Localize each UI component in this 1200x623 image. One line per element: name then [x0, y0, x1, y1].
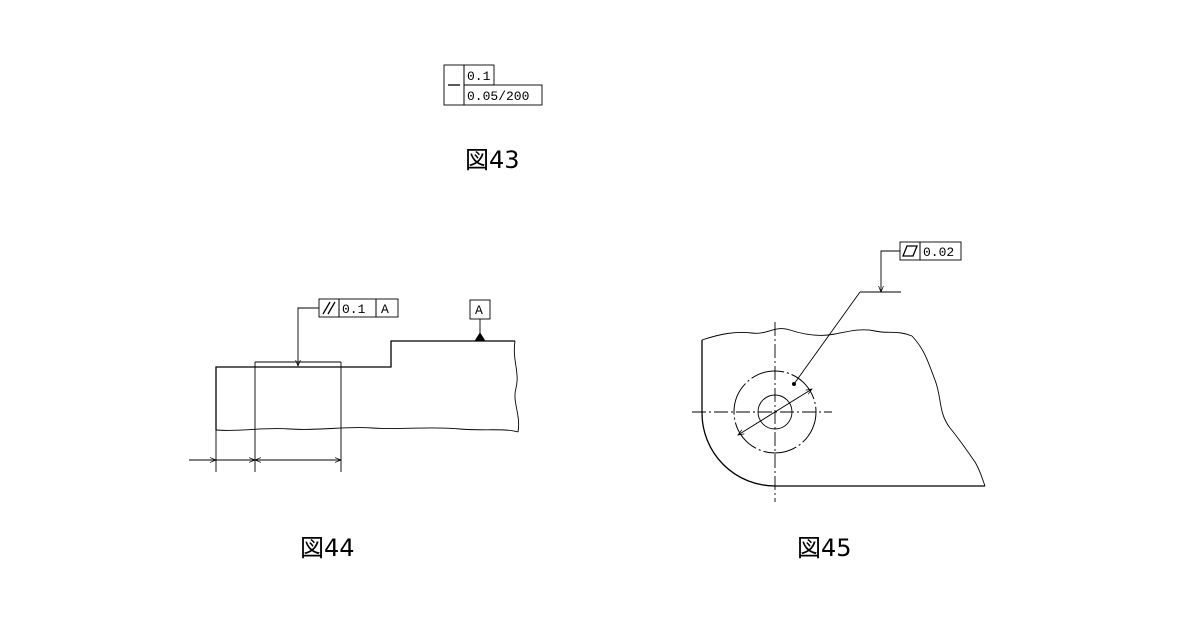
flatness-symbol-icon: [902, 245, 918, 257]
datum-triangle-icon: [474, 332, 486, 342]
fig44-break-line-bottom: [215, 427, 519, 433]
fig44-break-line-right: [513, 340, 520, 433]
parallelism-symbol-icon: [322, 301, 336, 315]
fig44-symbol-cell: [318, 298, 340, 318]
fig45-leader-line: [793, 291, 861, 385]
fig44-datum-label: A: [475, 303, 483, 318]
figure-44: 0.1 A A 図44: [189, 298, 520, 562]
fig44-tolerance-frame: 0.1 A: [318, 298, 399, 318]
fig43-row2-cell: [463, 84, 543, 106]
fig45-break-line-right: [911, 335, 986, 487]
fig45-tolerance-frame: 0.02: [899, 241, 962, 261]
fig44-tolerance-value: 0.1: [342, 302, 366, 317]
fig45-outer-circle: [733, 370, 817, 454]
fig45-tolerance-value: 0.02: [923, 245, 954, 260]
fig44-datum-ref: A: [381, 302, 389, 317]
fig44-leader-line: [295, 307, 319, 367]
fig43-row1-value: 0.1: [467, 69, 491, 84]
fig45-tolerance-cell: [919, 241, 962, 261]
fig44-datum-ref-cell: [375, 298, 399, 318]
figure-43: 0.1 0.05/200 図43: [443, 64, 543, 174]
fig43-caption: 図43: [465, 146, 520, 174]
fig45-diameter-arrow: [737, 388, 813, 436]
figure-45: 0.02 図45: [692, 241, 986, 562]
fig45-frame-leader: [878, 250, 900, 293]
fig45-symbol-cell: [899, 241, 921, 261]
fig45-caption: 図45: [797, 534, 852, 562]
fig44-datum-symbol: A: [469, 299, 491, 342]
fig43-tolerance-frame: 0.1 0.05/200: [443, 64, 543, 106]
fig45-break-line-top: [701, 328, 913, 341]
fig44-caption: 図44: [300, 534, 355, 562]
fig45-part-outline: [701, 340, 985, 487]
fig44-part-outline: [215, 340, 515, 430]
fig43-row2-value: 0.05/200: [467, 89, 529, 104]
